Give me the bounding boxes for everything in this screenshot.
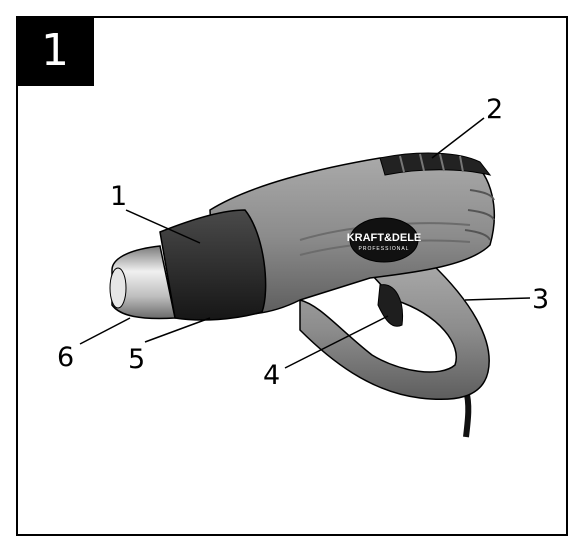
brand-logo-text: KRAFT&DELE	[347, 232, 422, 244]
callout-6-line	[79, 317, 131, 345]
handle	[299, 261, 490, 401]
brand-logo-subtext: PROFESSIONAL	[359, 246, 410, 252]
nozzle	[111, 245, 176, 320]
callout-5-line	[144, 317, 211, 343]
callout-4-label: 4	[263, 360, 280, 391]
callout-2-line	[431, 117, 485, 159]
callout-1-line	[125, 209, 201, 244]
front-housing	[159, 209, 267, 321]
callout-3-label: 3	[532, 284, 549, 315]
callout-1-label: 1	[110, 181, 127, 212]
callout-3-line	[464, 297, 531, 301]
trigger	[377, 284, 404, 327]
callout-6-label: 6	[57, 342, 74, 373]
callout-4-line	[284, 315, 389, 369]
callout-2-label: 2	[486, 94, 503, 125]
callout-5-label: 5	[128, 344, 145, 375]
brand-logo: KRAFT&DELE PROFESSIONAL	[347, 217, 422, 263]
figure-number-badge: 1	[16, 16, 94, 86]
power-cord	[463, 389, 472, 438]
air-vents	[379, 152, 495, 241]
